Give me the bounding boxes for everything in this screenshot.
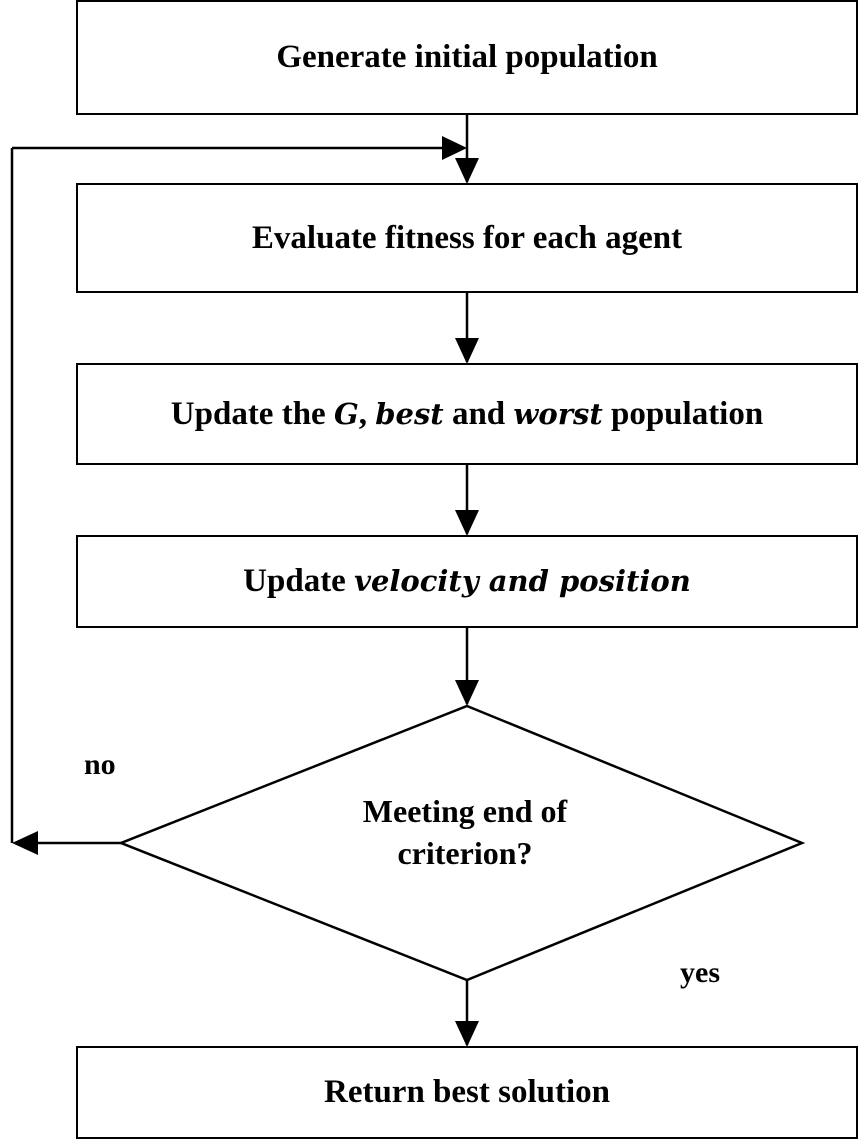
arrowhead-return <box>455 1021 479 1047</box>
step-update-g-label: Update the G, best and worst population <box>170 395 764 432</box>
step-evaluate-fitness: Evaluate fitness for each agent <box>76 183 858 293</box>
step-generate-initial-population: Generate initial population <box>76 0 858 115</box>
step-return-label: Return best solution <box>323 1074 611 1110</box>
branch-label-no: no <box>84 748 116 781</box>
step-update-velocity-position: Update velocity and position <box>76 535 858 628</box>
step-return-best-solution: Return best solution <box>76 1046 858 1139</box>
step-evaluate-label: Evaluate fitness for each agent <box>251 219 683 256</box>
step-update-g-best-worst: Update the G, best and worst population <box>76 363 858 465</box>
decision-text: Meeting end of criterion? <box>290 790 640 874</box>
step-generate-label: Generate initial population <box>276 39 658 75</box>
branch-label-yes: yes <box>680 956 720 989</box>
arrowhead-evaluate <box>455 158 479 184</box>
arrowhead-update-g <box>455 338 479 364</box>
step-update-vp-label: Update velocity and position <box>243 563 691 599</box>
arrowhead-no-left <box>12 831 38 855</box>
decision-line-1: Meeting end of <box>362 793 568 829</box>
decision-line-2: criterion? <box>397 835 533 871</box>
arrowhead-update-vp <box>455 510 479 536</box>
arrowhead-loop-entry <box>442 136 467 160</box>
arrowhead-decision <box>455 680 479 706</box>
